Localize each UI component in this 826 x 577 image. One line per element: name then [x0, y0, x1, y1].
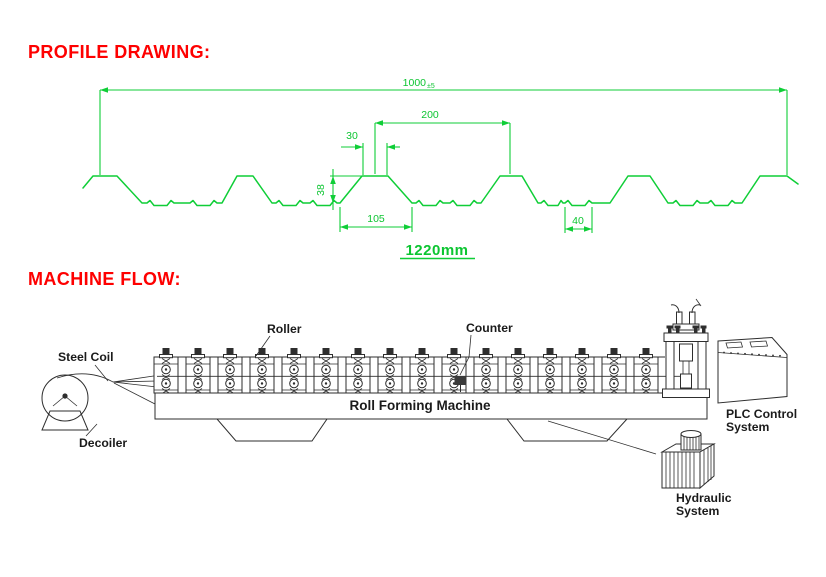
hydraulic-connection-line [547, 420, 657, 455]
roller-stand [569, 348, 595, 394]
machine-base [154, 392, 708, 455]
plc-label-line1: PLC Control [726, 407, 797, 421]
entry-guide [112, 375, 158, 405]
counter-device [454, 376, 467, 392]
hydraulic-motor-cylinder [680, 430, 702, 451]
dim-rib-base-width: 105 [339, 207, 413, 232]
hydraulic-unit [660, 430, 716, 490]
rail-tick-pair [529, 357, 539, 362]
dim-rib-pitch: 200 [374, 109, 511, 174]
rail-tick-pair [241, 357, 251, 362]
roller-stand [441, 348, 467, 394]
profile-outline [82, 175, 799, 207]
counter-leader [459, 334, 472, 376]
roller-stand [473, 348, 499, 394]
roller-stands [153, 348, 659, 394]
roller-stand [249, 348, 275, 394]
roller-stand [185, 348, 211, 394]
dim-rib-top-width-value: 30 [346, 130, 358, 142]
rail-tick-pair [273, 357, 283, 362]
hydraulic-label-line1: Hydraulic [676, 491, 732, 505]
decoiler-coil [41, 373, 114, 422]
dim-overall-width: 1000 ±5 [99, 77, 788, 175]
roller-stand [377, 348, 403, 394]
dim-groove-width-value: 40 [572, 215, 584, 227]
roller-label: Roller [267, 322, 302, 336]
machine-support-left [215, 418, 328, 442]
cutter-press [662, 298, 710, 398]
roller-leader [255, 335, 271, 357]
dim-rib-base-width-value: 105 [367, 213, 385, 225]
steel-coil-label: Steel Coil [58, 350, 114, 364]
rail-tick-pair [401, 357, 411, 362]
dim-rib-height-value: 38 [315, 184, 327, 196]
rail-tick-pair [209, 357, 219, 362]
roller-stand [313, 348, 339, 394]
rail-tick-pair [433, 357, 443, 362]
rail-tick-pair [337, 357, 347, 362]
roller-stand [601, 348, 627, 394]
dim-rib-height: 38 [315, 169, 362, 210]
hydraulic-label-line2: System [676, 504, 720, 518]
dim-rib-pitch-value: 200 [421, 109, 439, 121]
machine-section-heading: MACHINE FLOW: [28, 269, 181, 289]
plc-label-line2: System [726, 420, 770, 434]
coil-width-value: 1220mm [405, 242, 468, 259]
dim-overall-tolerance-value: ±5 [427, 83, 435, 90]
dim-groove-width: 40 [564, 207, 593, 233]
label-coil-width: 1220mm [400, 242, 475, 260]
roller-stand [217, 348, 243, 394]
rail-tick-pair [561, 357, 571, 362]
roller-stand [153, 348, 179, 394]
roller-stand [537, 348, 563, 394]
roller-stand [633, 348, 659, 394]
rail-tick-pair [305, 357, 315, 362]
dim-rib-top-width: 30 [341, 130, 400, 175]
rail-tick-pair [497, 357, 507, 362]
dim-overall-width-value: 1000 [403, 77, 427, 89]
counter-label: Counter [466, 321, 513, 335]
decoiler-stand [41, 410, 89, 431]
rail-tick-pair [593, 357, 603, 362]
decoiler-label: Decoiler [79, 436, 127, 450]
roller-stand [409, 348, 435, 394]
roller-stand [281, 348, 307, 394]
roller-stand [505, 348, 531, 394]
steel-coil-leader [94, 364, 109, 382]
machine-support-right [505, 418, 629, 442]
decoiler-leader [85, 423, 98, 437]
machine-name-label: Roll Forming Machine [349, 398, 490, 413]
rail-tick-pair [369, 357, 379, 362]
rail-tick-pair [177, 357, 187, 362]
roller-stand [345, 348, 371, 394]
profile-section-heading: PROFILE DRAWING: [28, 42, 211, 62]
plc-control-cabinet [717, 336, 788, 404]
rail-tick-pair [625, 357, 635, 362]
